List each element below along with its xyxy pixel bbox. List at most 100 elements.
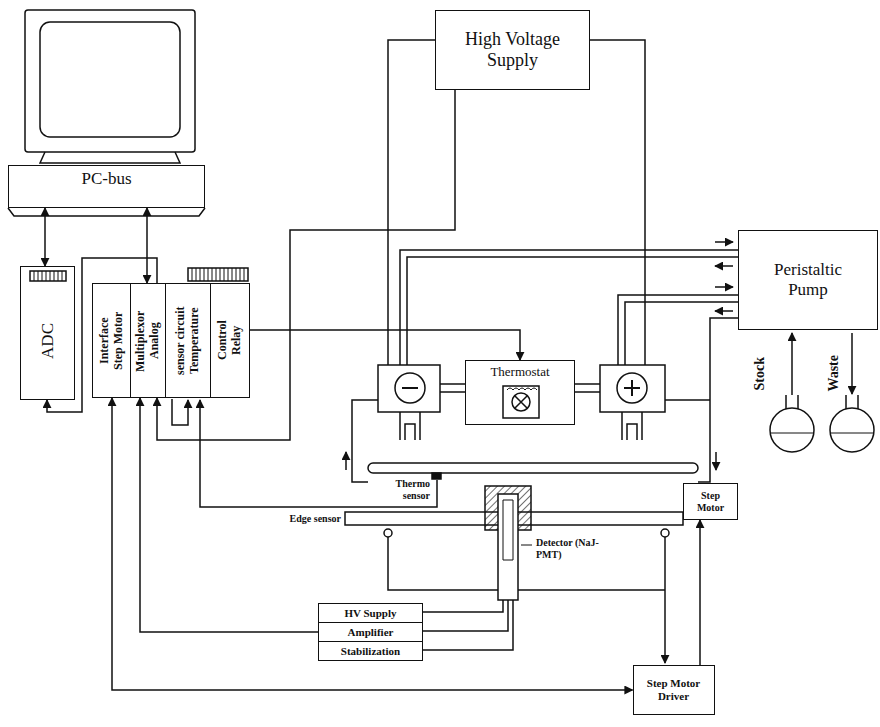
pump-tubing xyxy=(618,295,738,365)
detector-probe xyxy=(503,500,513,560)
motor-box: Step Motor xyxy=(683,483,738,520)
supply-module: Amplifier xyxy=(318,622,423,642)
electrode-cell xyxy=(617,373,647,403)
supply-box: High Voltage Supply xyxy=(435,10,590,90)
thermostat-box: Thermostat xyxy=(465,360,575,425)
heater-symbol xyxy=(512,393,530,411)
converter-box: ADC xyxy=(20,266,75,400)
sensor-wire xyxy=(200,400,437,507)
box-label: Analog Multiplexor xyxy=(134,291,162,391)
apparatus-drawing xyxy=(8,10,874,663)
flask xyxy=(770,333,874,452)
signal-connector xyxy=(157,90,455,440)
box-label: HV Supply xyxy=(344,607,396,620)
heater-symbol xyxy=(503,386,539,418)
interface-module: Step Motor Interface xyxy=(92,283,131,398)
box-label: ADC xyxy=(38,323,58,359)
supply-module: Stabilization xyxy=(318,641,423,661)
signal-connector xyxy=(112,398,633,690)
pump-box: Peristaltic Pump xyxy=(738,230,878,330)
pump-tubing xyxy=(715,265,733,267)
heater-symbol xyxy=(507,388,537,390)
electrode-cell xyxy=(624,380,640,396)
detector-wire xyxy=(423,600,513,650)
electrode-cell xyxy=(600,365,665,412)
electrode-cell xyxy=(378,365,665,440)
electrode-cell xyxy=(440,384,600,392)
electrode-cell xyxy=(402,387,418,389)
detector-probe xyxy=(485,486,532,600)
flask xyxy=(846,395,858,409)
interface-module: Relay Control xyxy=(210,283,250,398)
pump-tubing xyxy=(665,399,710,401)
detector-wire xyxy=(423,600,503,612)
part-label: Stock xyxy=(752,357,768,390)
edge-sensor xyxy=(384,529,392,537)
computer-monitor xyxy=(25,10,195,152)
edge-sensor xyxy=(384,529,669,663)
box-label: Stabilization xyxy=(341,645,400,658)
box-label: Amplifier xyxy=(348,626,394,639)
box-label: Thermostat xyxy=(490,365,549,380)
box-label: Peristaltic Pump xyxy=(758,260,858,299)
high-voltage-wire xyxy=(388,40,435,365)
computer-monitor xyxy=(40,152,180,163)
pump-tubing xyxy=(407,257,738,365)
flask xyxy=(851,333,853,394)
part-label: Thermo sensor xyxy=(380,478,430,501)
card-connector xyxy=(30,268,248,281)
heater-symbol xyxy=(503,386,539,418)
edge-sensor xyxy=(664,537,666,663)
supply-module: HV Supply xyxy=(318,603,423,623)
pump-tubing xyxy=(715,286,733,288)
pump-tubing xyxy=(400,250,738,365)
capillary-tube xyxy=(432,473,441,479)
box-label: High Voltage Supply xyxy=(453,29,573,70)
box-label: Step Motor Interface xyxy=(98,291,126,391)
box-label: Step Motor Driver xyxy=(639,677,709,702)
pump-tubing xyxy=(715,241,733,243)
electrode-cell xyxy=(378,365,440,412)
high-voltage-wire xyxy=(388,40,645,379)
flask xyxy=(771,433,813,434)
interface-module: Analog Multiplexor xyxy=(130,283,166,398)
signal-connector xyxy=(146,208,148,283)
interface-module: Temperature sensor circuit xyxy=(165,283,211,398)
sensor-wire xyxy=(172,399,188,425)
flask xyxy=(791,333,793,395)
computer-monitor xyxy=(25,10,195,163)
box-label: Step Motor xyxy=(691,490,731,513)
pump-tubing xyxy=(352,400,378,482)
pump-tubing xyxy=(345,452,347,470)
sensor-wire xyxy=(172,399,437,507)
pump-tubing xyxy=(625,302,738,365)
card-connector xyxy=(192,268,244,281)
box-label: Relay Control xyxy=(216,313,244,368)
signal-connector xyxy=(699,520,701,665)
signal-connector xyxy=(44,208,46,266)
card-connector xyxy=(30,271,66,281)
box-label: PC-bus xyxy=(81,169,131,189)
heater-symbol xyxy=(515,396,527,408)
electrode-cell xyxy=(622,412,642,440)
flask xyxy=(786,395,798,409)
driver-box: Step Motor Driver xyxy=(633,665,715,715)
capillary-tube xyxy=(368,463,698,479)
electrode-cell xyxy=(395,373,425,403)
capillary-tube xyxy=(368,463,698,473)
bus-slab xyxy=(8,208,205,216)
pump-tubing xyxy=(715,452,717,470)
bus-box: PC-bus xyxy=(8,165,205,208)
detector-wire xyxy=(423,600,513,650)
flask xyxy=(831,433,873,434)
flask xyxy=(770,408,814,452)
part-label: Detector (NaJ-PMT) xyxy=(536,537,600,560)
detector-wire xyxy=(423,600,508,631)
card-connector xyxy=(188,268,248,281)
card-connector xyxy=(34,271,62,281)
pump-tubing xyxy=(715,310,733,312)
box-label: Temperature sensor circuit xyxy=(174,293,202,388)
pump-tubing xyxy=(346,242,738,482)
part-label: Waste xyxy=(826,355,842,392)
